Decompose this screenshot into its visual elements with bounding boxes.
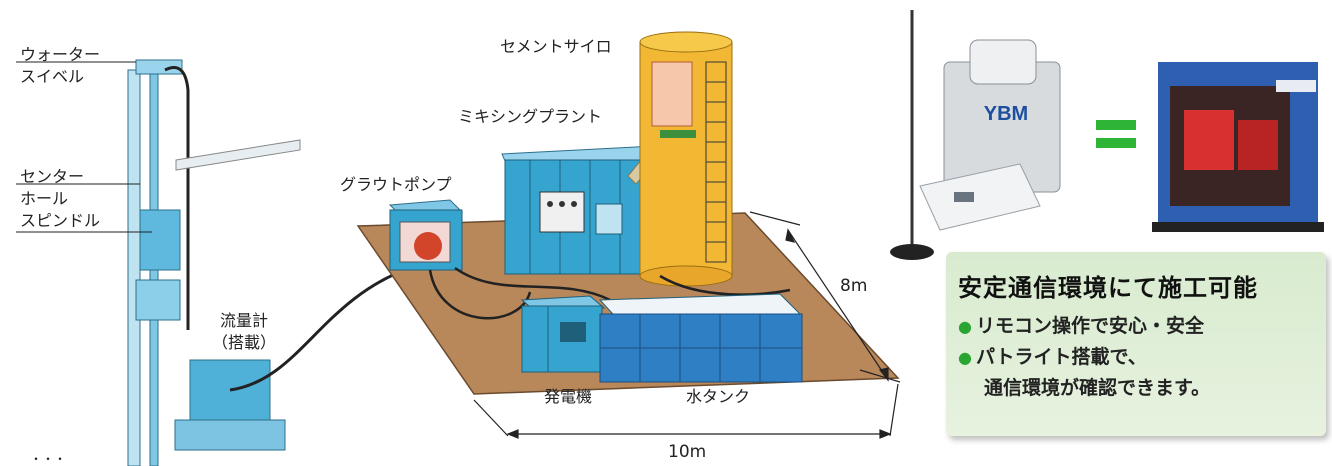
ground-hose-2 — [454, 266, 611, 302]
generator — [520, 295, 606, 373]
dimension-8m-line — [749, 211, 901, 383]
label-flowmeter-line1: 流量計 — [220, 311, 269, 330]
label-mixing-plant: ミキシングプラント — [458, 107, 603, 126]
label-water-swivel: ウォーター スイベル — [20, 44, 100, 88]
remote-control-device: YBM — [890, 10, 1061, 260]
mixing-plant — [501, 129, 675, 275]
grout-hose — [229, 266, 411, 392]
ground-hose-3 — [659, 274, 791, 296]
label-water-swivel-line2: スイベル — [20, 67, 85, 86]
cement-silo — [639, 31, 733, 287]
feature-bullet-2-text: パトライト搭載で、 — [975, 346, 1147, 368]
label-generator: 発電機 — [544, 387, 593, 406]
feature-bullet-2: ●パトライト搭載で、 — [958, 342, 1326, 373]
label-water-swivel-line1: ウォーター — [20, 45, 101, 64]
drill-machine-photo — [1152, 62, 1324, 232]
drill-rig — [127, 59, 301, 466]
device-brand: YBM — [984, 103, 1028, 125]
feature-panel: 安定通信環境にて施工可能 ●リモコン操作で安心・安全 ●パトライト搭載で、 通信… — [946, 252, 1326, 436]
bullet-dot-icon: ● — [958, 317, 972, 336]
label-flowmeter: 流量計 （搭載） — [212, 310, 276, 354]
dimension-10m-line — [473, 383, 899, 439]
water-tank — [598, 293, 804, 383]
label-cement-silo: セメントサイロ — [500, 37, 612, 56]
label-grout-pump: グラウトポンプ — [340, 175, 452, 194]
label-water-tank: 水タンク — [686, 387, 751, 406]
label-center-hole-spindle-line2: ホール — [20, 189, 69, 208]
equals-sign — [1096, 120, 1136, 148]
label-center-hole-spindle-line1: センター — [20, 167, 85, 186]
ground-hose-1 — [428, 269, 532, 320]
feature-panel-title: 安定通信環境にて施工可能 — [958, 274, 1258, 302]
label-flowmeter-line2: （搭載） — [212, 333, 277, 352]
dimension-8m: 8m — [840, 276, 868, 296]
feature-bullet-1: ●リモコン操作で安心・安全 — [958, 311, 1326, 342]
feature-bullet-2-continuation: 通信環境が確認できます。 — [984, 377, 1211, 399]
label-center-hole-spindle-line3: スピンドル — [20, 211, 101, 230]
dimension-10m: 10m — [668, 442, 707, 462]
label-cutoff: ・・・ — [30, 452, 67, 466]
label-center-hole-spindle: センター ホール スピンドル — [20, 166, 100, 232]
grout-pump — [388, 199, 464, 271]
feature-bullet-1-text: リモコン操作で安心・安全 — [975, 315, 1204, 337]
bullet-dot-icon: ● — [958, 348, 972, 367]
